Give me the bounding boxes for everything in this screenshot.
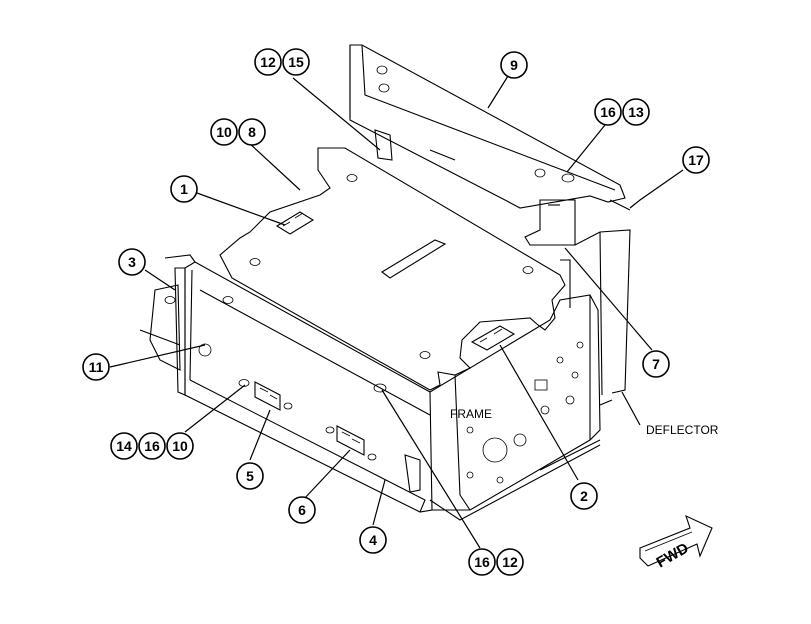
callout-label: 3 (128, 254, 136, 270)
callout-12: 12 (496, 548, 524, 576)
callout-label: 7 (652, 356, 660, 372)
callout-16-bottom: 16 (468, 548, 496, 576)
callout-label: 8 (248, 124, 256, 140)
callout-15-right: 16 (594, 98, 622, 126)
frame-label: FRAME (450, 407, 492, 421)
callout-14: 14 (110, 432, 138, 460)
callout-17: 17 (682, 146, 710, 174)
callout-15-top: 15 (282, 48, 310, 76)
callout-1: 1 (170, 175, 198, 203)
callout-16-left: 16 (138, 432, 166, 460)
callout-4: 4 (359, 526, 387, 554)
callout-label: 4 (369, 532, 377, 548)
callout-label: 16 (600, 104, 616, 120)
callout-label: 10 (216, 124, 232, 140)
callout-label: 5 (246, 468, 254, 484)
callout-13-top: 12 (254, 48, 282, 76)
callout-13-right: 13 (622, 98, 650, 126)
callout-label: 11 (89, 359, 104, 375)
callout-label: 1 (180, 181, 188, 197)
callout-label: 16 (144, 438, 160, 454)
callout-5: 5 (236, 462, 264, 490)
left-frame (139, 254, 212, 371)
callout-10-left: 10 (166, 432, 194, 460)
callout-2: 2 (570, 482, 598, 510)
callout-10-top: 10 (210, 118, 238, 146)
leader-lines (109, 75, 684, 549)
callout-8: 8 (238, 118, 266, 146)
callout-label: 17 (688, 152, 704, 168)
callout-label: 12 (260, 54, 276, 70)
callout-label: 10 (172, 438, 188, 454)
upper-plate (219, 147, 566, 391)
callout-label: 12 (502, 554, 518, 570)
callout-6: 6 (288, 496, 316, 524)
callout-label: 16 (474, 554, 490, 570)
callout-11: 11 (82, 353, 110, 381)
callout-label: 6 (298, 502, 306, 518)
callout-label: 15 (288, 54, 304, 70)
callout-9: 9 (500, 51, 528, 79)
callout-label: 14 (116, 438, 132, 454)
fwd-arrow: FWD (639, 514, 713, 571)
callout-label: 2 (580, 488, 588, 504)
top-bracket (349, 44, 631, 246)
callout-label: 13 (628, 104, 644, 120)
callout-label: 9 (510, 57, 518, 73)
right-frame (429, 294, 613, 521)
deflector-panel (560, 229, 631, 396)
callout-7: 7 (642, 350, 670, 378)
callout-3: 3 (118, 248, 146, 276)
deflector-label: DEFLECTOR (646, 423, 719, 437)
